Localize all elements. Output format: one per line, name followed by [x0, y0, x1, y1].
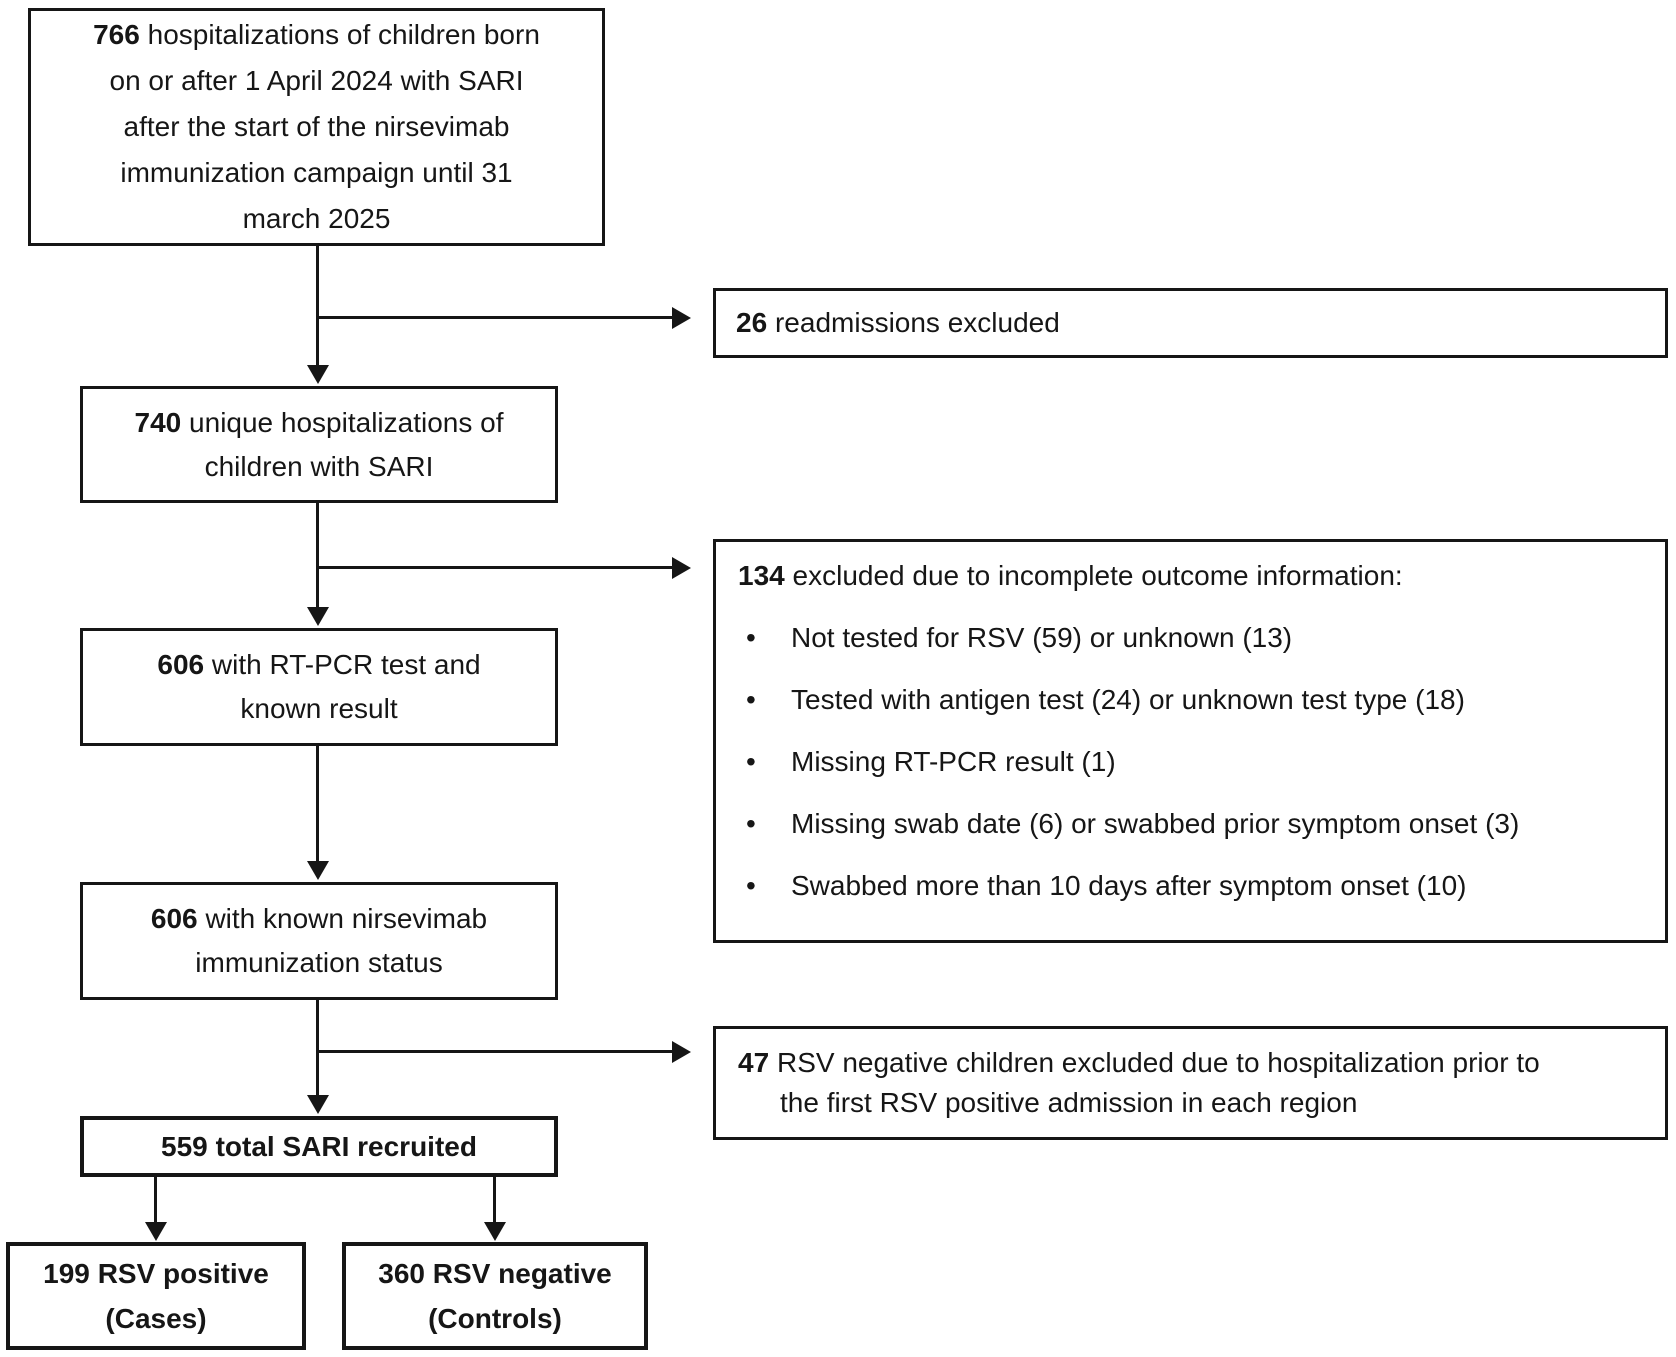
bullet-marker: •: [746, 870, 756, 901]
box-text: RSV negative (Controls): [428, 1258, 612, 1334]
arrow-559-to-controls-head: [484, 1222, 506, 1241]
arrow-606-to-606-head: [307, 861, 329, 880]
arrow-branch-26-shaft: [318, 316, 674, 319]
box-number: 559: [161, 1130, 208, 1162]
bullet-marker: •: [746, 622, 756, 653]
bullet-marker: •: [746, 746, 756, 777]
arrow-branch-134-shaft: [318, 566, 674, 569]
arrow-606-to-559-shaft: [316, 1000, 319, 1096]
box-number: 606: [150, 903, 198, 934]
box-text: with known nirsevimab immunization statu…: [195, 903, 488, 978]
box-text: readmissions excluded: [774, 307, 1060, 338]
arrow-606-to-559-head: [307, 1095, 329, 1114]
bullet-text: Tested with antigen test (24) or unknown…: [791, 684, 1465, 715]
arrow-branch-26-head: [672, 307, 691, 329]
box-text: hospitalizations of children born on or …: [109, 19, 540, 234]
bullet-text: Swabbed more than 10 days after symptom …: [791, 870, 1467, 901]
arrow-766-to-740-shaft: [316, 246, 319, 366]
bullet-text: Missing RT-PCR result (1): [791, 746, 1116, 777]
bullet-item: • Tested with antigen test (24) or unkno…: [738, 682, 1645, 718]
arrow-branch-134-head: [672, 557, 691, 579]
box-text: total SARI recruited: [215, 1130, 477, 1162]
box-number: 199: [43, 1258, 90, 1289]
arrow-766-to-740-head: [307, 365, 329, 384]
bullet-item: • Missing swab date (6) or swabbed prior…: [738, 806, 1645, 842]
box-text: excluded due to incomplete outcome infor…: [792, 560, 1403, 591]
arrow-559-to-cases-head: [145, 1222, 167, 1241]
box-text: RSV negative children excluded due to ho…: [776, 1047, 1540, 1078]
box-text: with RT-PCR test and known result: [211, 649, 481, 724]
arrow-branch-47-shaft: [318, 1050, 674, 1053]
box-text: RSV positive (Cases): [97, 1258, 269, 1334]
box-number: 606: [157, 649, 205, 680]
bullet-text: Not tested for RSV (59) or unknown (13): [791, 622, 1293, 653]
arrow-740-to-606-head: [307, 607, 329, 626]
box-number: 766: [93, 19, 140, 50]
exclusion-47-line2: the first RSV positive admission in each…: [780, 1087, 1358, 1118]
bullet-item: • Not tested for RSV (59) or unknown (13…: [738, 620, 1645, 656]
box-number: 47: [738, 1047, 770, 1078]
arrow-559-to-controls-shaft: [493, 1177, 496, 1223]
bullet-marker: •: [746, 808, 756, 839]
box-number: 740: [134, 406, 182, 438]
bullet-marker: •: [746, 684, 756, 715]
arrow-740-to-606-shaft: [316, 503, 319, 608]
bullet-text: Missing swab date (6) or swabbed prior s…: [791, 808, 1520, 839]
box-text: unique hospitalizations of children with…: [189, 406, 504, 482]
box-number: 360: [378, 1258, 425, 1289]
box-number: 134: [738, 560, 785, 591]
arrow-559-to-cases-shaft: [154, 1177, 157, 1223]
arrow-branch-47-head: [672, 1041, 691, 1063]
box-number: 26: [736, 307, 768, 338]
bullet-item: • Missing RT-PCR result (1): [738, 744, 1645, 780]
arrow-606-to-606-shaft: [316, 746, 319, 862]
bullet-item: • Swabbed more than 10 days after sympto…: [738, 868, 1645, 904]
